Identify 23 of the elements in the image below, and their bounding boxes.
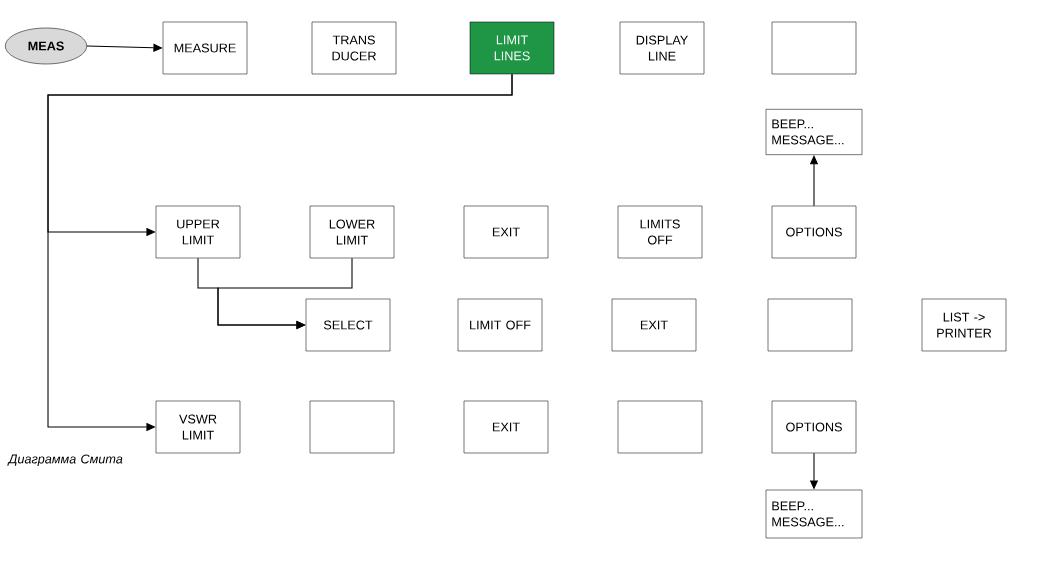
- empty-box: [771, 21, 857, 75]
- menu-box: OPTIONS: [771, 205, 857, 259]
- empty-box: [767, 298, 853, 352]
- menu-box: UPPER LIMIT: [155, 205, 241, 259]
- menu-box: EXIT: [463, 205, 549, 259]
- menu-box: LIST -> PRINTER: [921, 298, 1007, 352]
- menu-box: LOWER LIMIT: [309, 205, 395, 259]
- menu-box: TRANS DUCER: [311, 21, 397, 75]
- menu-box: VSWR LIMIT: [155, 400, 241, 454]
- menu-box: EXIT: [463, 400, 549, 454]
- menu-box: SELECT: [305, 298, 391, 352]
- menu-box: MEASURE: [162, 21, 248, 75]
- note-text: Диаграмма Смита: [7, 454, 123, 466]
- menu-box: LIMIT LINES: [469, 21, 555, 75]
- menu-box: DISPLAY LINE: [619, 21, 705, 75]
- menu-box: LIMITS OFF: [617, 205, 703, 259]
- empty-box: [309, 400, 395, 454]
- empty-box: [617, 400, 703, 454]
- menu-box: EXIT: [611, 298, 697, 352]
- menu-box: BEEP... MESSAGE...: [765, 489, 863, 539]
- menu-box: BEEP... MESSAGE...: [765, 109, 863, 155]
- menu-box: OPTIONS: [771, 400, 857, 454]
- menu-box: LIMIT OFF: [457, 298, 543, 352]
